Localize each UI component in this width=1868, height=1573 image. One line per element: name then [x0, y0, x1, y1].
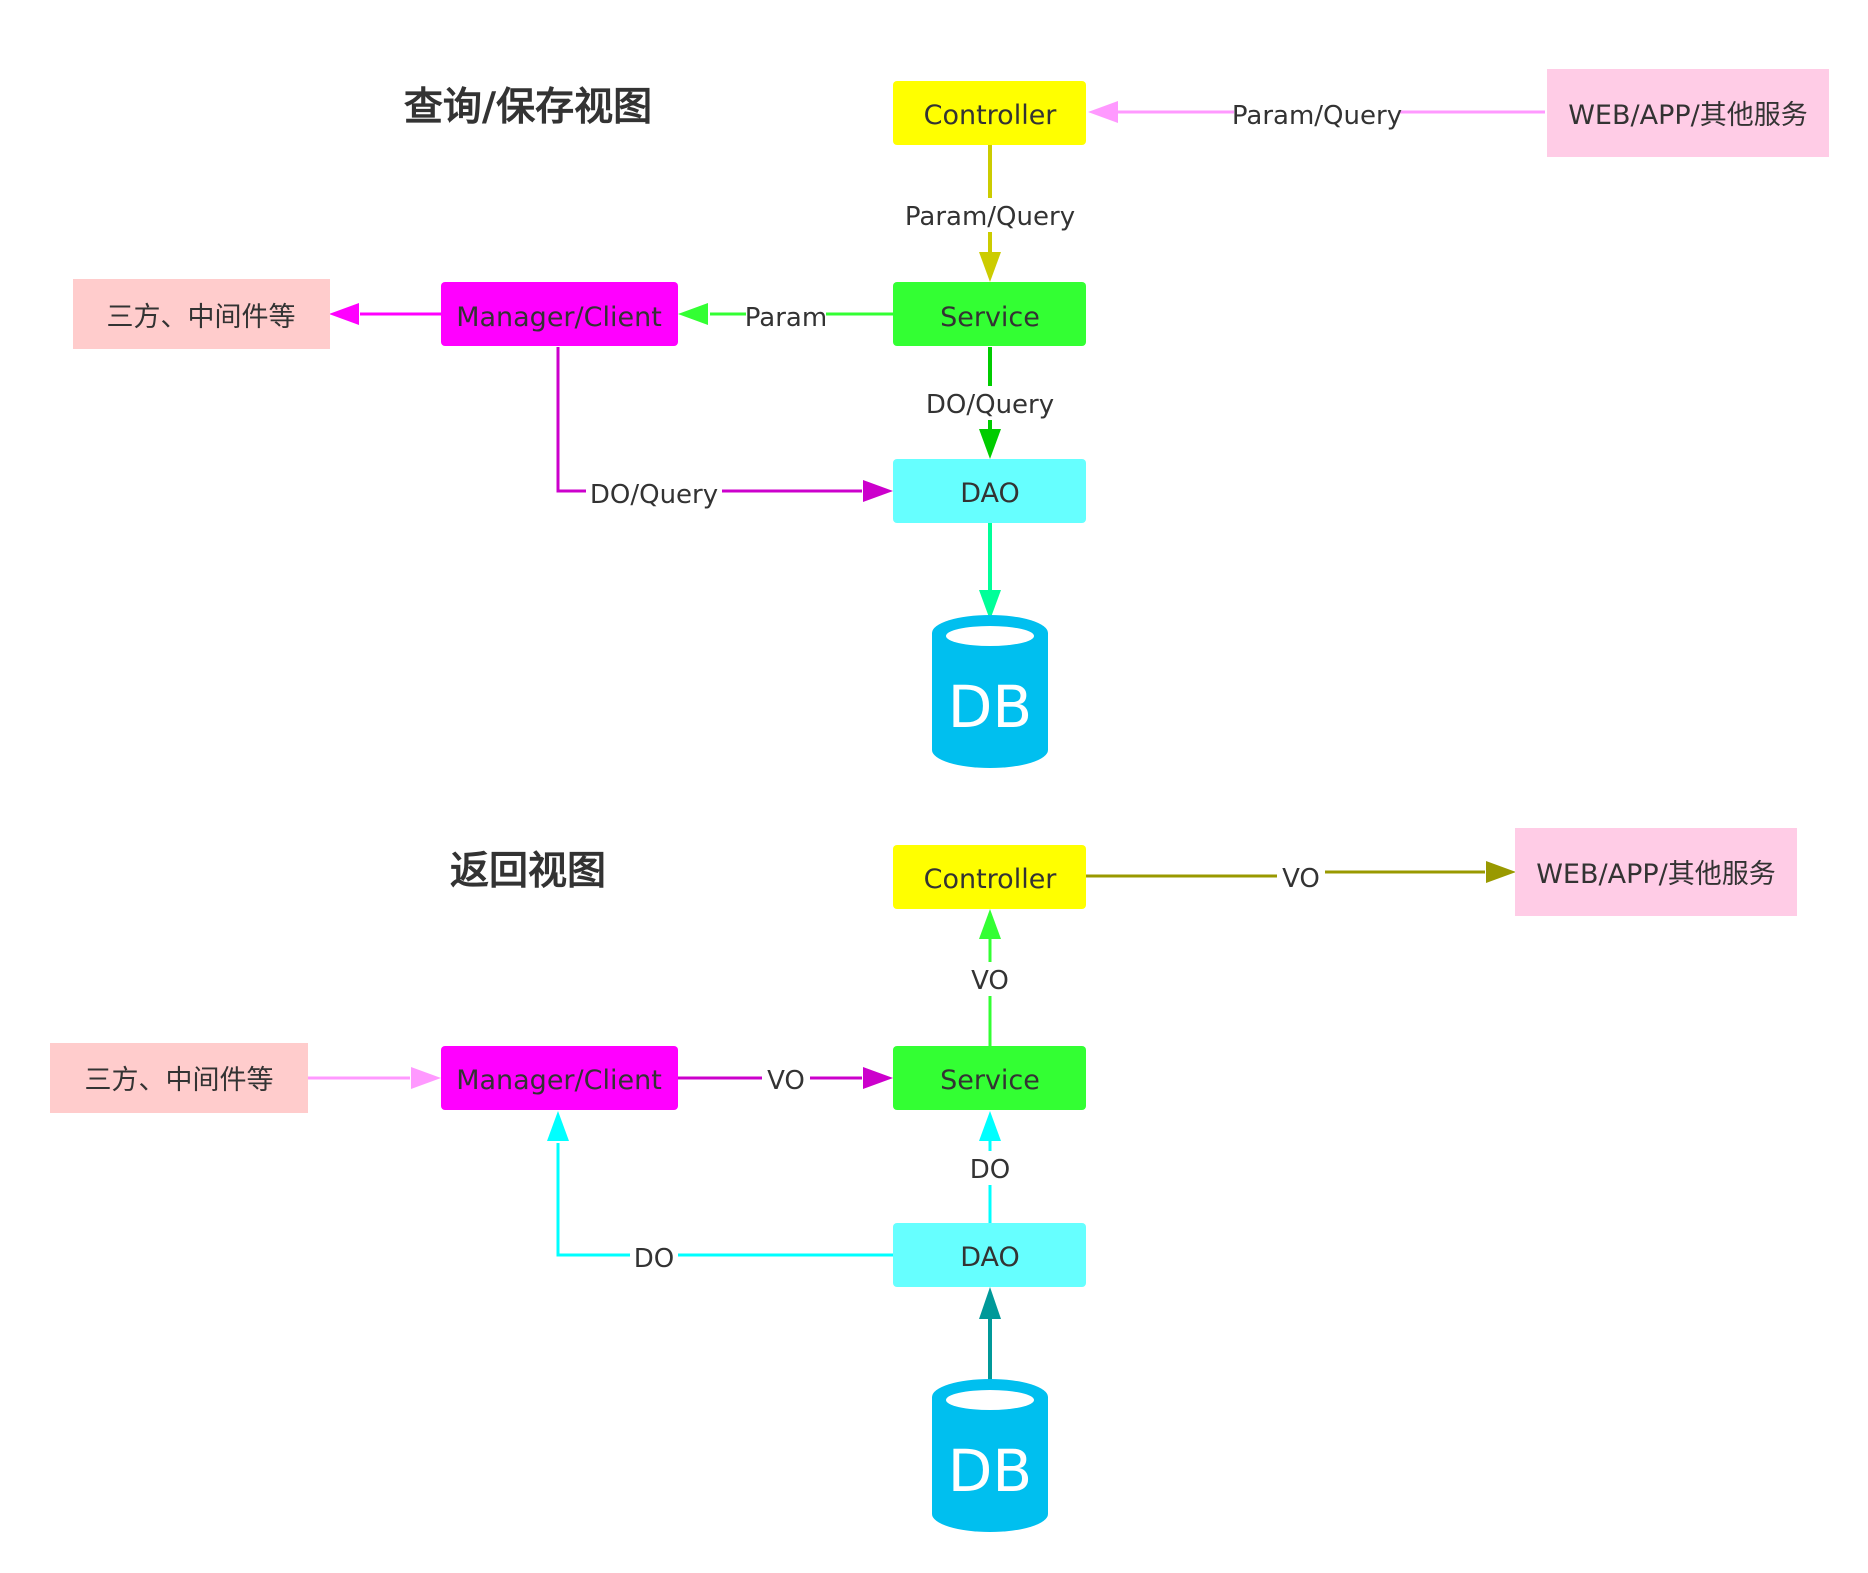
node-service[interactable]: Service: [893, 282, 1086, 346]
edge-service-to-controller: VO: [966, 909, 1014, 1046]
edge-manager-to-thirdparty: [329, 303, 441, 325]
node-controller[interactable]: Controller: [893, 845, 1086, 909]
edge-controller-to-service: Param/Query: [905, 145, 1075, 282]
edge-thirdparty-to-manager: [308, 1067, 441, 1089]
edge-dao-to-service: DO: [966, 1111, 1014, 1223]
edge-label: VO: [767, 1066, 805, 1096]
section-title: 返回视图: [450, 849, 606, 894]
node-controller[interactable]: Controller: [893, 81, 1086, 145]
edge-service-to-manager: Param: [678, 298, 893, 333]
node-label: 三方、中间件等: [107, 302, 296, 333]
database-icon: DB: [932, 1379, 1048, 1532]
edge-label: VO: [1282, 864, 1320, 894]
edge-label: Param/Query: [905, 202, 1075, 232]
node-label: 三方、中间件等: [85, 1065, 274, 1096]
node-manager[interactable]: Manager/Client: [441, 282, 678, 346]
edge-label: DO/Query: [590, 480, 718, 510]
database-label: DB: [948, 1437, 1032, 1505]
node-dao[interactable]: DAO: [893, 459, 1086, 523]
edge-label: Param/Query: [1232, 101, 1402, 131]
node-thirdparty[interactable]: 三方、中间件等: [73, 279, 330, 349]
node-label: WEB/APP/其他服务: [1536, 859, 1776, 890]
node-label: Manager/Client: [456, 302, 662, 333]
node-label: DAO: [960, 478, 1020, 509]
edge-label: VO: [971, 966, 1009, 996]
database-icon: DB: [932, 615, 1048, 768]
edge-db-to-dao: [979, 1287, 1001, 1380]
node-thirdparty[interactable]: 三方、中间件等: [50, 1043, 308, 1113]
section-title: 查询/保存视图: [404, 85, 652, 130]
node-label: Controller: [924, 864, 1058, 895]
edge-dao-to-db: [979, 523, 1001, 620]
node-label: WEB/APP/其他服务: [1568, 100, 1808, 131]
node-label: Service: [940, 302, 1040, 333]
node-label: Service: [940, 1065, 1040, 1096]
node-label: Manager/Client: [456, 1065, 662, 1096]
edge-controller-to-external: VO: [1086, 860, 1516, 894]
edge-dao-to-manager: DO: [547, 1111, 893, 1274]
node-external[interactable]: WEB/APP/其他服务: [1515, 828, 1797, 916]
database-label: DB: [948, 673, 1032, 741]
node-manager[interactable]: Manager/Client: [441, 1046, 678, 1110]
edge-manager-to-service: VO: [678, 1062, 893, 1096]
node-service[interactable]: Service: [893, 1046, 1086, 1110]
section-return: 返回视图 VO VO VO DO: [50, 828, 1797, 1532]
edge-label: DO/Query: [926, 390, 1054, 420]
edge-label: DO: [970, 1155, 1011, 1185]
node-label: Controller: [924, 100, 1058, 131]
section-query-save: 查询/保存视图 Param/Query Param/Query Param DO…: [73, 69, 1829, 768]
node-dao[interactable]: DAO: [893, 1223, 1086, 1287]
edge-manager-to-dao: DO/Query: [556, 347, 893, 510]
edge-label: DO: [634, 1244, 675, 1274]
edge-external-to-controller: Param/Query: [1088, 96, 1545, 131]
node-external[interactable]: WEB/APP/其他服务: [1547, 69, 1829, 157]
node-label: DAO: [960, 1242, 1020, 1273]
edge-label: Param: [745, 303, 827, 333]
edge-service-to-dao: DO/Query: [922, 347, 1058, 459]
